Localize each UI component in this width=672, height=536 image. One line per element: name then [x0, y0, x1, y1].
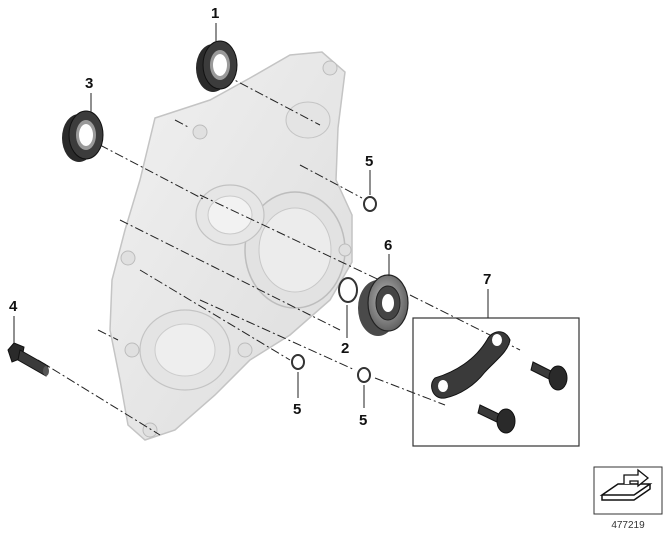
- leader-lines: [13, 23, 489, 408]
- callout-6: 6: [384, 237, 392, 254]
- arrow-stack-icon: [599, 468, 653, 501]
- callout-5-left: 5: [293, 401, 301, 418]
- retaining-ring-2: [338, 277, 358, 303]
- callout-2: 2: [341, 340, 349, 357]
- kit-box-7: [412, 317, 580, 447]
- callout-1: 1: [211, 5, 219, 22]
- callout-7: 7: [483, 271, 491, 288]
- bolt-4: [7, 342, 49, 377]
- nav-icon-box[interactable]: [593, 466, 663, 515]
- housing-cover: [109, 51, 353, 441]
- callout-5-top: 5: [365, 153, 373, 170]
- o-ring-5-right: [357, 367, 371, 383]
- callout-labels: 1 3 4 5 6 2 5 5 7: [9, 5, 491, 429]
- o-ring-5-left: [291, 354, 305, 370]
- document-number: 477219: [611, 520, 645, 531]
- ball-bearing-6: [358, 274, 409, 336]
- o-ring-5-top: [363, 196, 377, 212]
- callout-3: 3: [85, 75, 93, 92]
- shaft-seal-1: [196, 40, 238, 92]
- shaft-seal-3: [62, 110, 104, 162]
- callout-4: 4: [9, 298, 18, 315]
- callout-5-right: 5: [359, 412, 367, 429]
